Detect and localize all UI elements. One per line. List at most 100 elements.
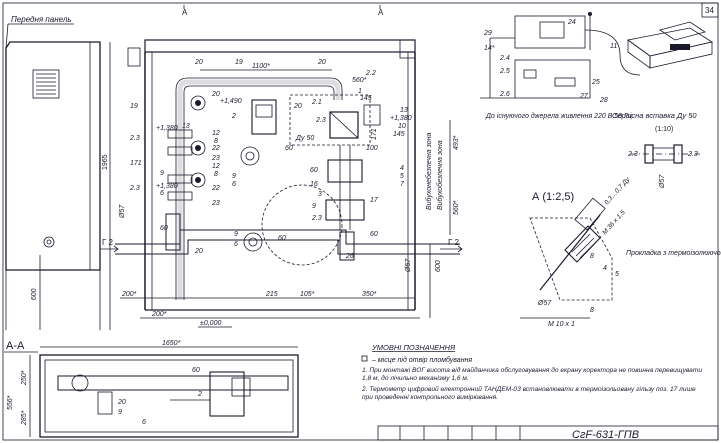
dim-200b: 200* [151, 311, 167, 318]
callout-10: 2.3 [129, 135, 140, 142]
flange [167, 129, 193, 139]
callout-8b: 8 [214, 171, 218, 178]
callout-60: +1,380 [156, 125, 178, 132]
callout-20-top-right: 20 [317, 59, 326, 66]
dim-560: 560* [453, 200, 460, 215]
dim-285: 285* [21, 410, 28, 426]
main-front-view: 1100* 19 20 20 2.2 1 19 2.3 17 [100, 39, 463, 328]
arrow-head-icon [457, 245, 463, 253]
power-unit-icon [554, 77, 576, 87]
arrow-head-icon [113, 245, 119, 253]
dim-600-left: 600 [31, 288, 38, 300]
explosion-zone-label: Вибухонебезпечна зона [425, 133, 433, 210]
note-2: 2. Термометр цифровий електронний ТАНДЕМ… [362, 385, 696, 402]
callout-7d: 60 [370, 231, 378, 238]
explosion-zone-boundary [289, 94, 371, 146]
callout-23b: 23 [211, 200, 220, 207]
callout-2-5: 2.5 [499, 68, 510, 75]
callout-2-sect: 2 [197, 391, 202, 398]
callout-20-sect: 20 [117, 399, 126, 406]
printer-cable [584, 29, 641, 76]
callout-2-4: 2.4 [499, 55, 510, 62]
dim-250: 250* [21, 370, 28, 386]
callout-19-top: 19 [235, 59, 243, 66]
outlet-valve [339, 231, 355, 261]
callout-10-insert-r: 2.3 [687, 151, 698, 158]
printer-icon [627, 21, 714, 69]
callout-6b: 6 [160, 190, 164, 197]
callout-19: 19 [130, 103, 138, 110]
inlet-valve-icon [243, 232, 263, 252]
callout-9b: 9 [160, 170, 164, 177]
corrector-screen [255, 104, 273, 118]
section-frame [39, 354, 299, 438]
callout-5: 10 [398, 123, 406, 130]
callout-7a: 60 [285, 145, 293, 152]
section-pipe [57, 375, 289, 391]
callout-10c: 2.3 [311, 215, 322, 222]
callout-2-6: 2.6 [499, 91, 510, 98]
lifting-eye-right [399, 39, 416, 59]
callout-11: 11 [610, 43, 617, 50]
dim-d57-right: Ø57 [405, 258, 412, 273]
callout-7e: 60 [160, 225, 168, 232]
electrical-scheme: 29 14* 2.4 2.5 2.6 24 25 27 28 11 До існ… [480, 12, 714, 120]
bypass-pipe-outer [175, 77, 343, 300]
gas-meter-body [329, 111, 359, 139]
callout-7c: 60 [278, 235, 286, 242]
callout-16: 4 [400, 165, 404, 172]
regulator-body [325, 199, 365, 221]
callout-20c: 20 [194, 248, 203, 255]
callout-1: 1 [358, 88, 362, 95]
service-insert-view: Сервісна вставка Ду 50 (1:10) 2.3 2.3 Ø5… [612, 111, 700, 189]
callout-100: 13 [182, 123, 190, 130]
callout-27: 27 [579, 93, 589, 100]
section-valve-icon [71, 374, 89, 392]
gauge-needle [195, 100, 201, 106]
callout-29: 29 [483, 30, 492, 37]
callout-2-3: 2.3 [315, 117, 326, 124]
filter-body [327, 159, 363, 183]
modem-box [539, 21, 565, 39]
power-supply-box [514, 59, 591, 99]
callout-2: 2 [231, 113, 236, 120]
thread-m36: 0,3…0,7 Ду [603, 176, 632, 207]
section-aa-view: А-А 1650* 60 2 20 9 6 250* 285* 556* [4, 340, 299, 438]
thermowell-boss [564, 225, 601, 263]
callout-9c: 9 [312, 203, 316, 210]
cabinet-side-view: Передня панель 600 1965 [5, 15, 111, 330]
gasket-hatch [571, 233, 597, 259]
callout-12b: 12 [212, 163, 220, 170]
section-aa-title: А-А [6, 340, 25, 352]
dim-1965: 1965 [102, 154, 109, 170]
title-block-frame [377, 425, 719, 441]
safe-zone-label: Вибухобезпечна зона [436, 140, 444, 210]
callout-23a: 23 [211, 155, 220, 162]
dim-205: 16 [310, 181, 318, 188]
callout-8a: 8 [214, 138, 218, 145]
power-source-label: До існуючого джерела живлення 220 В 50 Г… [485, 112, 632, 120]
callout-A: 17 [370, 197, 379, 204]
callout-9-sect: 9 [118, 409, 122, 416]
dim-350: 350* [362, 291, 377, 298]
callout-2-1: 2.1 [311, 99, 322, 106]
callout-21a: 26 [345, 253, 354, 260]
callout-12a: 12 [212, 130, 220, 137]
antenna-icon [588, 12, 592, 16]
dim-depth: 8 [590, 307, 594, 314]
detail-a-circle [261, 184, 343, 266]
callout-50: 560* [352, 77, 367, 84]
dim-105: 105* [300, 291, 315, 298]
level-1490: +1,490 [220, 98, 242, 105]
callout-7b: 60 [310, 167, 318, 174]
callout-10b: 2.3 [129, 185, 140, 192]
callout-6-sect: 6 [142, 419, 146, 426]
flow-meter-core [245, 151, 255, 161]
callout-16-detail: 4 [603, 265, 607, 272]
dim-600-right: 600 [435, 260, 442, 272]
page-number: 34 [705, 6, 714, 15]
dim-d57-insert: Ø57 [659, 174, 666, 189]
flange [167, 191, 193, 201]
section-meter-body [209, 371, 245, 417]
